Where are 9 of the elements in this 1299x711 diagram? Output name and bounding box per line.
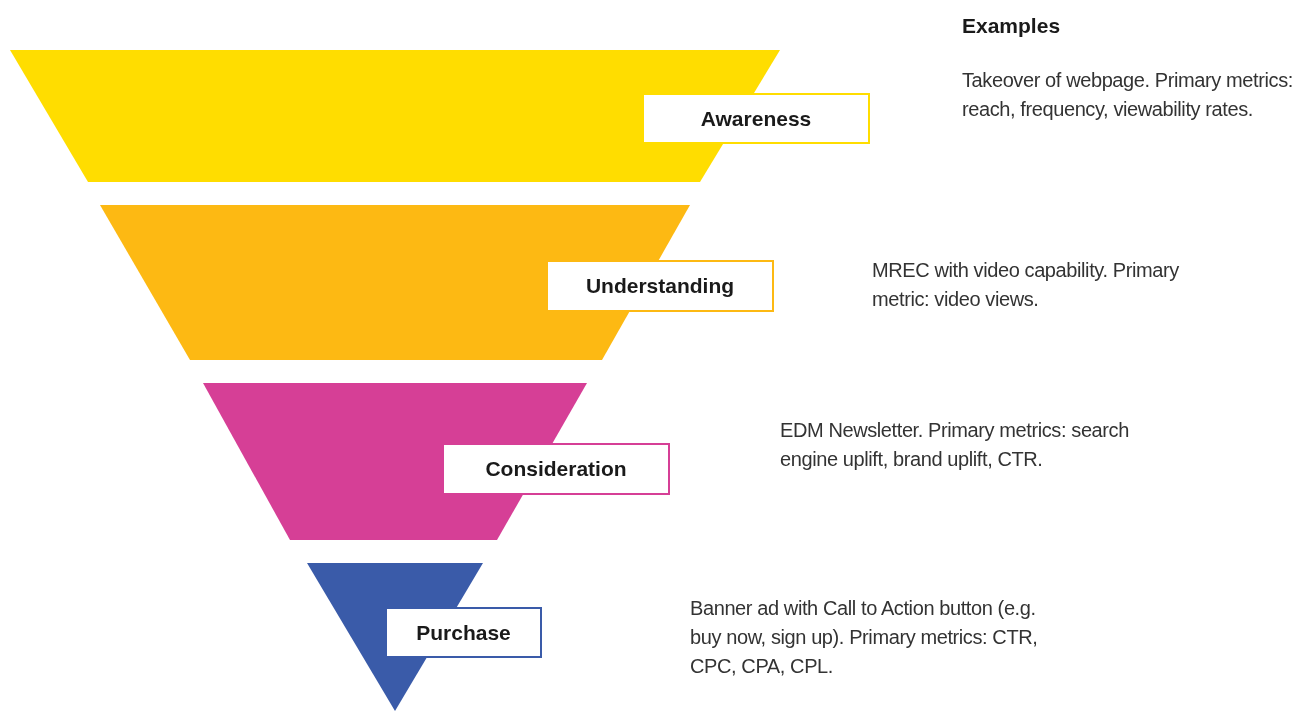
stage-label: Understanding <box>546 260 774 312</box>
stage-label: Consideration <box>442 443 670 495</box>
example-text: MREC with video capability. Primary metric: video views. <box>872 258 1180 312</box>
example-text: EDM Newsletter. Primary metrics: search engine uplift, brand uplift, CTR. <box>780 418 1130 472</box>
example-text: Takeover of webpage. Primary metrics: reach, frequency, viewability rates. <box>962 68 1294 122</box>
stage-label: Awareness <box>642 93 870 144</box>
example-text: Banner ad with Call to Action button (e.g. buy now, sign up). Primary metrics: CTR, CPC, CPA, CPL. <box>690 596 1039 679</box>
stage-label: Purchase <box>385 607 542 658</box>
column-heading: Examples <box>962 14 1061 38</box>
